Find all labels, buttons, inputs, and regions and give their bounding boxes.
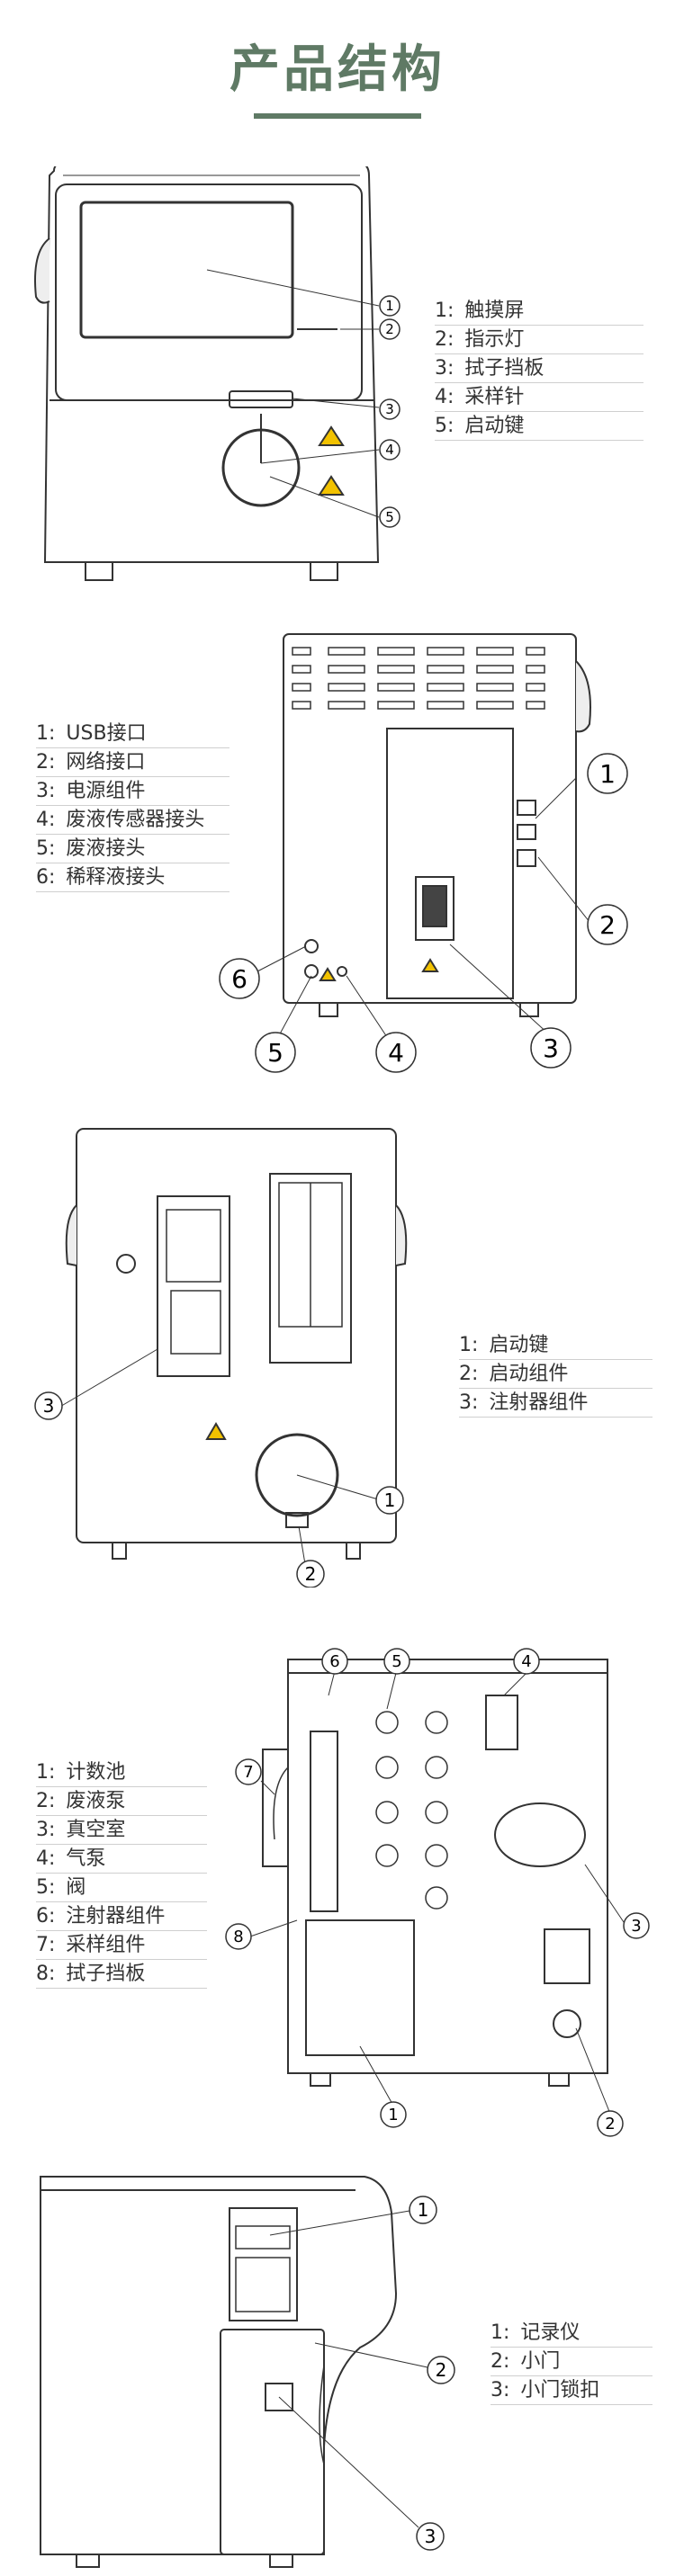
rear-view-drawing [256, 633, 591, 1040]
callout-1: 1 [418, 2199, 429, 2221]
callout-6: 6 [329, 1652, 339, 1671]
legend-row: 3:电源组件 [36, 777, 230, 806]
legend-row: 4:气泵 [36, 1845, 207, 1874]
legend-row: 1:记录仪 [490, 2319, 652, 2348]
callout-3: 3 [385, 401, 394, 417]
callout-6: 6 [231, 964, 248, 994]
legend-row: 5:阀 [36, 1874, 207, 1902]
front-view-callouts: 1 2 3 4 5 [379, 295, 400, 528]
page-title: 产品结构 [230, 40, 446, 99]
side-view-section: 1 2 3 1:记录仪 2:小门 3:小门锁扣 [0, 2159, 675, 2576]
callout-3: 3 [631, 1917, 641, 1936]
legend-row: 4:废液传感器接头 [36, 806, 230, 835]
legend-row: 6:稀释液接头 [36, 863, 230, 892]
title-underline [254, 113, 421, 119]
legend-row: 2:启动组件 [459, 1360, 652, 1389]
callout-2: 2 [305, 1563, 317, 1585]
callout-4: 4 [388, 1038, 404, 1068]
side-view-callouts: 1 2 3 [409, 2196, 455, 2551]
callout-1: 1 [599, 759, 616, 789]
internal-side-view-callouts: 1 2 3 4 5 6 7 8 [225, 1648, 650, 2137]
legend-row: 1:启动键 [459, 1331, 652, 1360]
callout-2: 2 [605, 2115, 615, 2133]
legend-row: 8:拭子挡板 [36, 1960, 207, 1989]
callout-5: 5 [392, 1652, 401, 1671]
front-view-drawing [34, 166, 380, 581]
legend-row: 5:启动键 [435, 412, 644, 441]
callout-2: 2 [436, 2359, 447, 2381]
callout-4: 4 [521, 1652, 531, 1671]
legend-row: 1:计数池 [36, 1758, 207, 1787]
legend-row: 1:触摸屏 [435, 297, 644, 326]
rear-view-section: 1 2 3 4 5 6 1:USB接口 2:网络接口 3:电源组件 4:废液传感… [0, 625, 675, 1084]
legend-row: 5:废液接头 [36, 835, 230, 863]
callout-7: 7 [243, 1763, 253, 1782]
legend-row: 4:采样针 [435, 383, 644, 412]
callout-3: 3 [543, 1033, 559, 1063]
callout-2: 2 [385, 321, 394, 337]
front-view-legend: 1:触摸屏 2:指示灯 3:拭子挡板 4:采样针 5:启动键 [435, 297, 644, 441]
legend-row: 7:采样组件 [36, 1931, 207, 1960]
callout-1: 1 [385, 298, 394, 314]
internal-front-view-legend: 1:启动键 2:启动组件 3:注射器组件 [459, 1331, 652, 1418]
legend-row: 2:网络接口 [36, 748, 230, 777]
legend-row: 3:小门锁扣 [490, 2376, 652, 2405]
front-view-section: 1 2 3 4 5 1:触摸屏 2:指示灯 3:拭子挡板 4:采样针 5:启动键 [0, 166, 675, 589]
internal-front-view-drawing [58, 1128, 408, 1570]
internal-front-view-callouts: 1 2 3 [34, 1391, 404, 1588]
callout-4: 4 [385, 442, 394, 458]
legend-row: 3:拭子挡板 [435, 354, 644, 383]
legend-row: 2:指示灯 [435, 326, 644, 354]
callout-2: 2 [599, 910, 616, 940]
internal-side-view-section: 1 2 3 4 5 6 7 8 1:计数池 2:废液泵 3:真空室 4:气泵 5… [0, 1623, 675, 2141]
callout-8: 8 [233, 1928, 243, 1946]
rear-view-legend: 1:USB接口 2:网络接口 3:电源组件 4:废液传感器接头 5:废液接头 6… [36, 720, 230, 892]
internal-front-view-section: 1 2 3 1:启动键 2:启动组件 3:注射器组件 [0, 1120, 675, 1588]
callout-1: 1 [388, 2106, 398, 2124]
legend-row: 2:小门 [490, 2348, 652, 2376]
callout-3: 3 [43, 1395, 55, 1417]
side-view-legend: 1:记录仪 2:小门 3:小门锁扣 [490, 2319, 652, 2405]
callout-5: 5 [385, 509, 394, 525]
legend-row: 3:注射器组件 [459, 1389, 652, 1418]
callout-5: 5 [267, 1038, 284, 1068]
internal-side-view-legend: 1:计数池 2:废液泵 3:真空室 4:气泵 5:阀 6:注射器组件 7:采样组… [36, 1758, 207, 1989]
legend-row: 1:USB接口 [36, 720, 230, 748]
legend-row: 3:真空室 [36, 1816, 207, 1845]
internal-side-view-drawing [249, 1659, 626, 2115]
rear-view-callouts: 1 2 3 4 5 6 [219, 753, 628, 1073]
callout-3: 3 [425, 2526, 436, 2547]
legend-row: 6:注射器组件 [36, 1902, 207, 1931]
callout-1: 1 [384, 1489, 396, 1511]
side-view-drawing [40, 2176, 428, 2568]
legend-row: 2:废液泵 [36, 1787, 207, 1816]
